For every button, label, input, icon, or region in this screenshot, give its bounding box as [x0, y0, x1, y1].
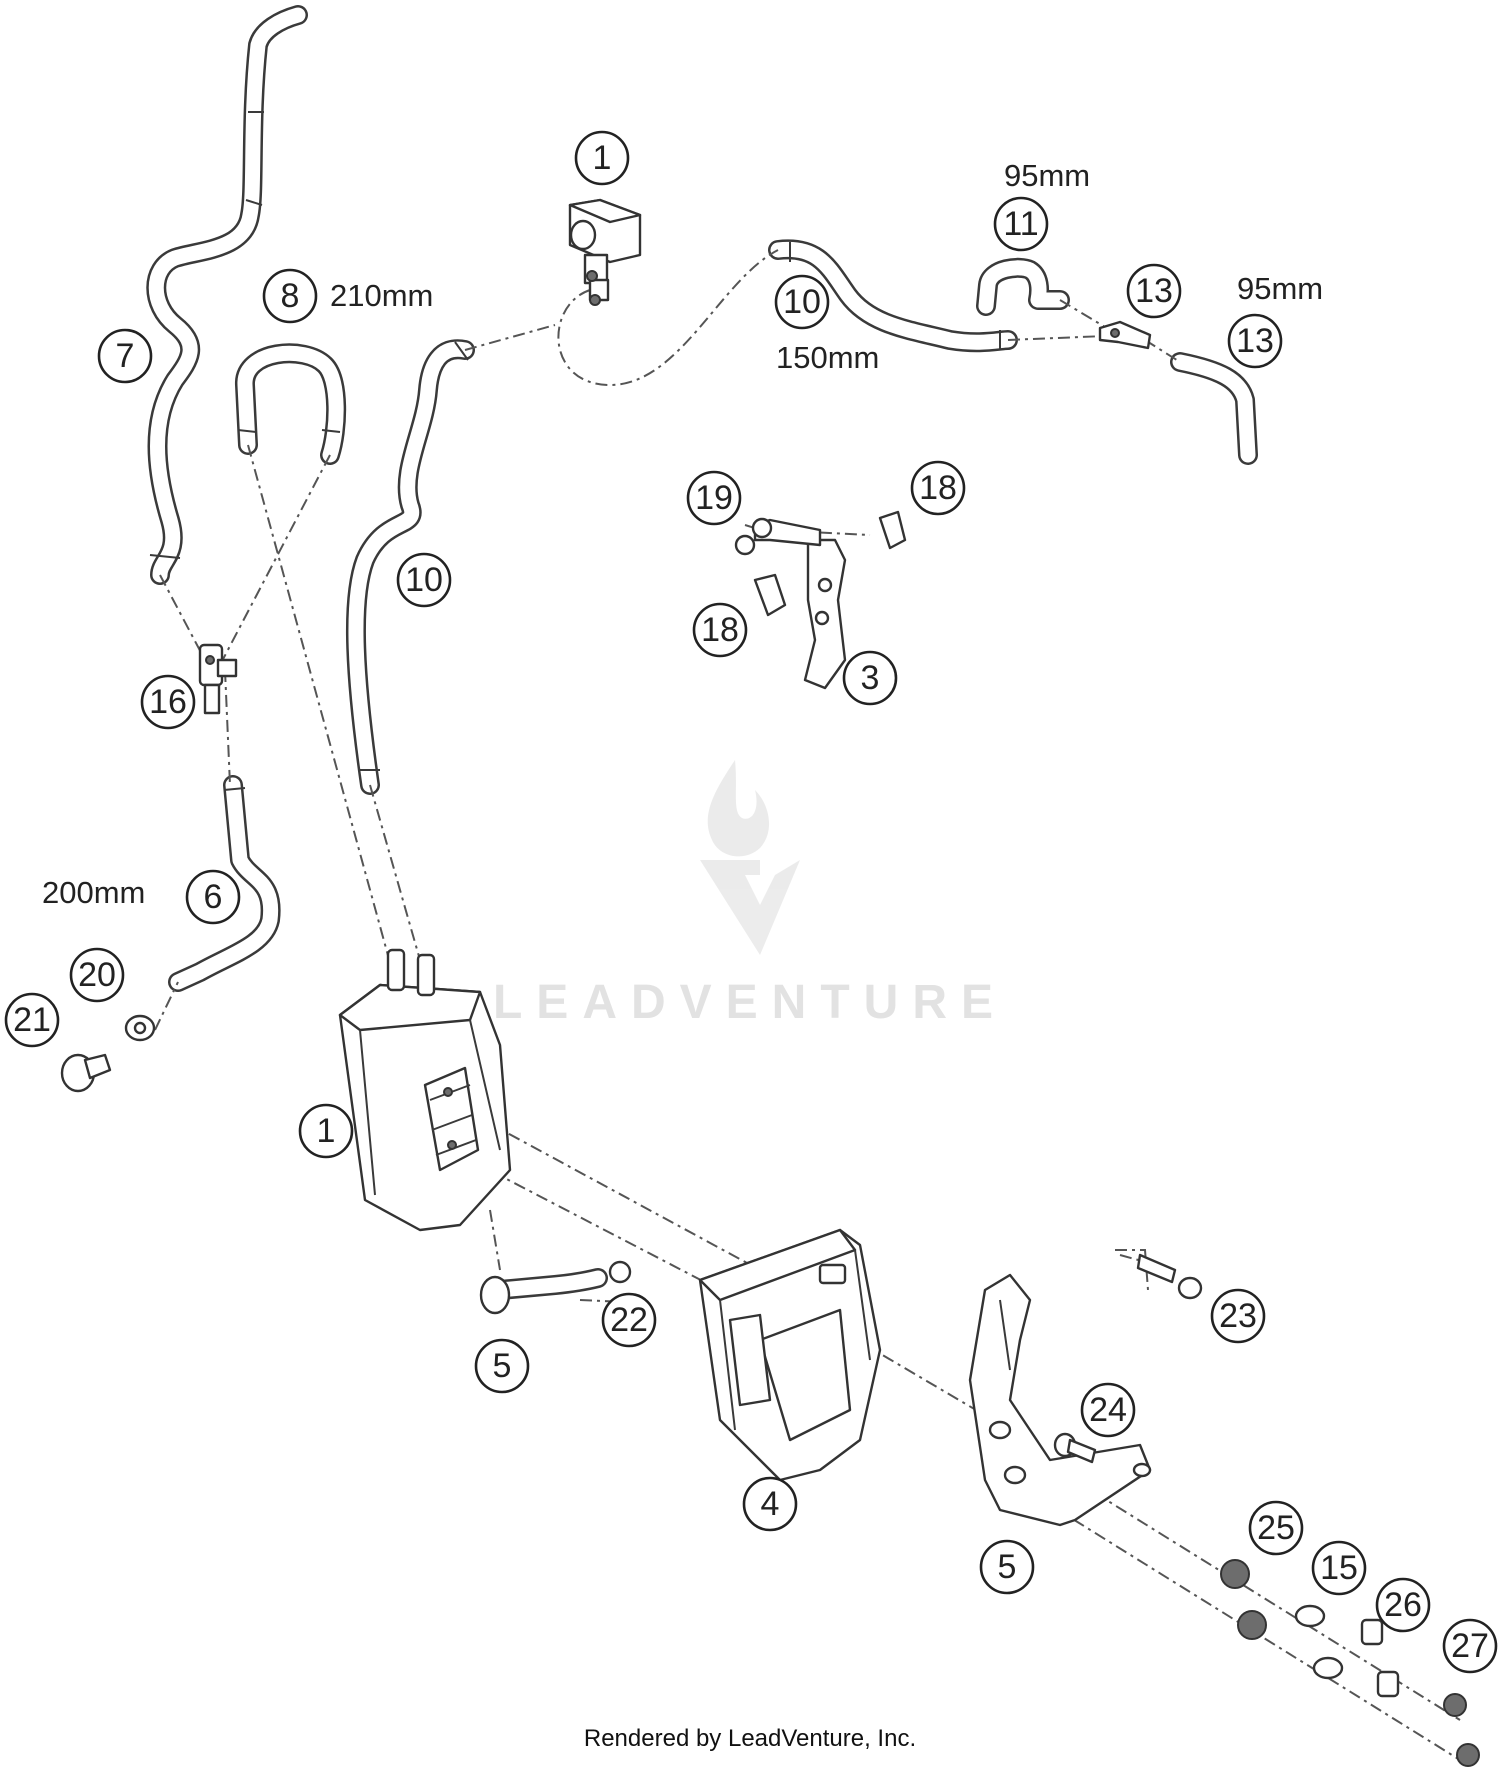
part-27-nuts	[1443, 1693, 1480, 1767]
callout: 20	[69, 947, 125, 1003]
callout: 1	[298, 1103, 354, 1159]
hose-7	[168, 775, 281, 992]
dimension-label: 95mm	[1237, 271, 1323, 306]
part-4-bracket	[698, 1228, 882, 1482]
svg-text:23: 23	[1219, 1297, 1257, 1335]
svg-text:1: 1	[317, 1112, 336, 1150]
part-25-nuts	[1220, 1559, 1267, 1640]
callout: 10	[396, 552, 452, 608]
part-14-connector	[1098, 320, 1152, 350]
footer-credit: Rendered by LeadVenture, Inc.	[583, 1725, 917, 1752]
dimension-label: 95mm	[1004, 158, 1090, 193]
hose-8	[146, 5, 308, 585]
svg-text:4: 4	[761, 1485, 780, 1523]
callout: 15	[1311, 1540, 1367, 1596]
hose-13-left	[976, 257, 1070, 316]
callout: 18	[910, 460, 966, 516]
part-3-bracket	[734, 510, 907, 690]
callout: 18	[692, 602, 748, 658]
callout: 4	[742, 1476, 798, 1532]
callout: 13	[1126, 263, 1182, 319]
callout: 22	[601, 1292, 657, 1348]
svg-text:25: 25	[1257, 1509, 1295, 1547]
part-5-plate	[968, 1273, 1152, 1527]
callout: 27	[1442, 1618, 1498, 1674]
svg-text:1: 1	[593, 139, 612, 177]
part-20-clamp	[124, 1014, 156, 1042]
callout: 16	[140, 674, 196, 730]
svg-text:15: 15	[1320, 1549, 1358, 1587]
callout: 23	[1210, 1288, 1266, 1344]
hose-10-210mm	[235, 343, 347, 465]
callout: 11	[993, 196, 1049, 252]
svg-text:11: 11	[1003, 205, 1038, 243]
svg-text:3: 3	[861, 659, 880, 697]
svg-text:27: 27	[1451, 1627, 1489, 1665]
part-26-spacers	[1360, 1618, 1400, 1698]
svg-text:22: 22	[610, 1301, 648, 1339]
callout: 7	[97, 328, 153, 384]
part-23-bolt	[1136, 1253, 1203, 1300]
svg-text:20: 20	[78, 956, 116, 994]
callout: 26	[1375, 1577, 1431, 1633]
svg-text:18: 18	[919, 469, 957, 507]
dimension-label: 210mm	[330, 278, 433, 313]
callout: 19	[686, 470, 742, 526]
part-15-washers	[1294, 1604, 1344, 1680]
svg-text:24: 24	[1089, 1391, 1127, 1429]
watermark-logo	[700, 760, 800, 955]
callout: 24	[1080, 1382, 1136, 1438]
svg-text:18: 18	[701, 611, 739, 649]
part-2-valve	[568, 198, 642, 306]
svg-text:5: 5	[998, 1548, 1017, 1586]
callout: 5	[979, 1539, 1035, 1595]
svg-text:10: 10	[405, 561, 443, 599]
svg-text:8: 8	[281, 277, 300, 315]
part-1-canister	[338, 948, 512, 1232]
hose-10-150mm	[768, 239, 1018, 353]
svg-text:26: 26	[1384, 1586, 1422, 1624]
callout: 8	[262, 268, 318, 324]
callout: 25	[1248, 1500, 1304, 1556]
callout: 21	[4, 992, 60, 1048]
svg-text:10: 10	[783, 283, 821, 321]
part-6-fitting	[479, 1260, 632, 1315]
hose-13-right	[1170, 352, 1258, 465]
dimension-label: 200mm	[42, 875, 145, 910]
callout: 10	[774, 274, 830, 330]
part-21-screw	[60, 1053, 112, 1093]
svg-text:6: 6	[204, 878, 223, 916]
svg-text:5: 5	[493, 1347, 512, 1385]
callout: 5	[474, 1338, 530, 1394]
part-24-bolt	[1053, 1432, 1097, 1464]
part-16-tee	[198, 643, 238, 715]
dimension-label: 150mm	[776, 340, 879, 375]
svg-text:19: 19	[695, 479, 733, 517]
svg-text:13: 13	[1135, 272, 1173, 310]
callout: 13	[1227, 313, 1283, 369]
svg-text:21: 21	[13, 1001, 51, 1039]
hose-11	[345, 339, 475, 795]
svg-text:13: 13	[1236, 322, 1274, 360]
watermark-text: LEADVENTURE	[492, 976, 1008, 1029]
svg-text:16: 16	[149, 683, 187, 721]
callout: 6	[185, 869, 241, 925]
callout: 3	[842, 650, 898, 706]
svg-text:7: 7	[116, 337, 135, 375]
callout: 1	[574, 130, 630, 186]
